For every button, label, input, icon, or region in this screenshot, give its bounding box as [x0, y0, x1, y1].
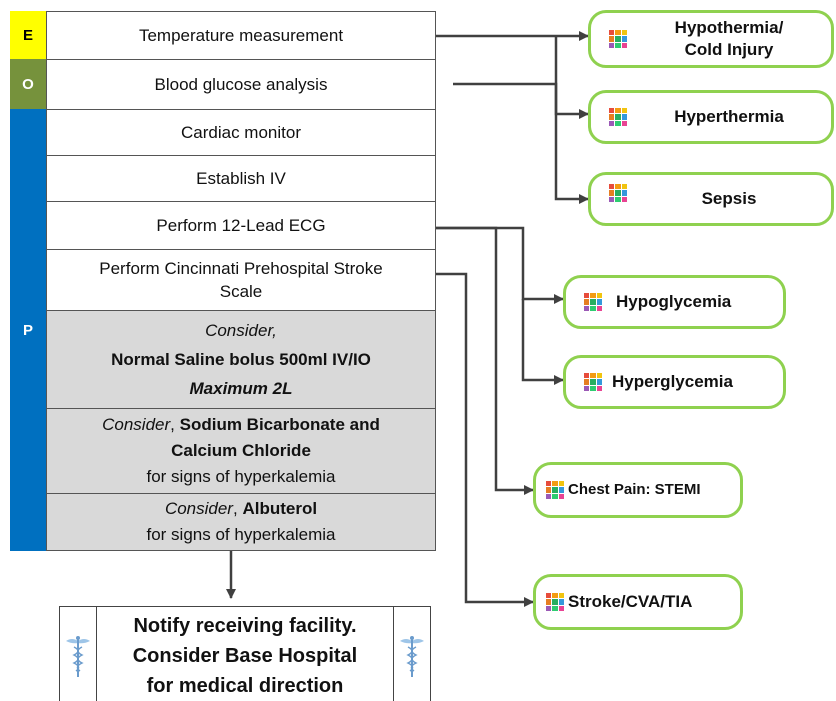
bicarb-sep: ,	[170, 415, 180, 434]
step-ecg: Perform 12-Lead ECG	[46, 201, 436, 250]
albuterol-sep: ,	[232, 499, 243, 518]
notify-line3: for medical direction	[146, 675, 344, 697]
step-stroke-scale: Perform Cincinnati Prehospital Stroke Sc…	[46, 249, 436, 311]
step-stroke-scale-line2: Scale	[219, 282, 263, 301]
notify-box: Notify receiving facility. Consider Base…	[59, 606, 431, 701]
connector-sepsis	[453, 82, 589, 204]
step-bicarb: Consider, Sodium Bicarbonate and Calcium…	[46, 408, 436, 494]
saline-max: Maximum 2L	[189, 379, 293, 398]
band-o-label: O	[22, 75, 34, 93]
albuterol-consider: Consider	[164, 499, 233, 518]
protocol-grid-icon	[584, 373, 602, 391]
saline-main: Normal Saline bolus 500ml IV/IO	[111, 350, 371, 369]
band-e-label: E	[22, 26, 33, 44]
hyperglycemia-label: Hyperglycemia	[612, 372, 733, 391]
step-stroke-scale-line1: Perform Cincinnati Prehospital Stroke	[99, 259, 383, 278]
stroke-label: Stroke/CVA/TIA	[568, 592, 693, 611]
hyperthermia-label: Hyperthermia	[674, 107, 784, 126]
protocol-hypothermia[interactable]: Hypothermia/ Cold Injury	[588, 10, 834, 68]
albuterol-line1: Consider, Albuterol	[165, 496, 317, 522]
hypothermia-line2: Cold Injury	[684, 40, 774, 59]
notify-line1: Notify receiving facility.	[133, 615, 357, 637]
step-cardiac-label: Cardiac monitor	[181, 123, 301, 142]
step-glucose-label: Blood glucose analysis	[154, 75, 328, 94]
step-temperature-label: Temperature measurement	[138, 26, 344, 45]
protocol-sepsis[interactable]: Sepsis	[588, 172, 834, 226]
step-ecg-label: Perform 12-Lead ECG	[156, 216, 326, 235]
albuterol-main: Albuterol	[242, 499, 318, 518]
notify-line2: Consider Base Hospital	[132, 645, 358, 667]
bicarb-line1: Consider, Sodium Bicarbonate and	[102, 412, 380, 438]
protocol-grid-icon	[609, 108, 627, 126]
protocol-stroke[interactable]: Stroke/CVA/TIA	[533, 574, 743, 630]
caduceus-icon	[400, 636, 424, 677]
notify-text: Notify receiving facility. Consider Base…	[97, 611, 393, 701]
step-glucose: Blood glucose analysis	[46, 59, 436, 110]
connector-stroke	[436, 272, 534, 607]
hypothermia-line1: Hypothermia/	[674, 18, 784, 37]
band-p-label: P	[22, 321, 33, 339]
band-o: O	[10, 59, 46, 109]
sepsis-label: Sepsis	[701, 189, 757, 208]
band-e: E	[10, 11, 46, 59]
protocol-hyperthermia[interactable]: Hyperthermia	[588, 90, 834, 144]
protocol-hypoglycemia[interactable]: Hypoglycemia	[563, 275, 786, 329]
bicarb-main2: Calcium Chloride	[171, 441, 311, 460]
connector-hyperthermia	[554, 36, 589, 119]
band-p: P	[10, 109, 46, 551]
step-cardiac: Cardiac monitor	[46, 109, 436, 156]
protocol-hyperglycemia[interactable]: Hyperglycemia	[563, 355, 786, 409]
hypoglycemia-label: Hypoglycemia	[616, 292, 732, 311]
protocol-grid-icon	[584, 293, 602, 311]
protocol-grid-icon	[609, 184, 627, 202]
bicarb-main1: Sodium Bicarbonate and	[179, 415, 380, 434]
saline-consider: Consider,	[205, 321, 277, 340]
step-albuterol: Consider, Albuterol for signs of hyperka…	[46, 493, 436, 551]
step-iv-label: Establish IV	[196, 169, 286, 188]
protocol-chest-pain[interactable]: Chest Pain: STEMI	[533, 462, 743, 518]
connector-ecg	[436, 226, 564, 304]
connector-hyperglycemia	[521, 299, 564, 385]
chest-pain-label: Chest Pain: STEMI	[568, 481, 701, 498]
connector-chest-pain	[436, 226, 534, 495]
bicarb-sub: for signs of hyperkalemia	[146, 467, 336, 486]
protocol-grid-icon	[546, 593, 564, 611]
step-saline: Consider, Normal Saline bolus 500ml IV/I…	[46, 310, 436, 409]
albuterol-sub: for signs of hyperkalemia	[146, 525, 336, 544]
step-temperature: Temperature measurement	[46, 11, 436, 60]
step-iv: Establish IV	[46, 155, 436, 202]
bicarb-consider: Consider	[102, 415, 171, 434]
protocol-grid-icon	[609, 30, 627, 48]
caduceus-icon	[66, 636, 90, 677]
protocol-grid-icon	[546, 481, 564, 499]
